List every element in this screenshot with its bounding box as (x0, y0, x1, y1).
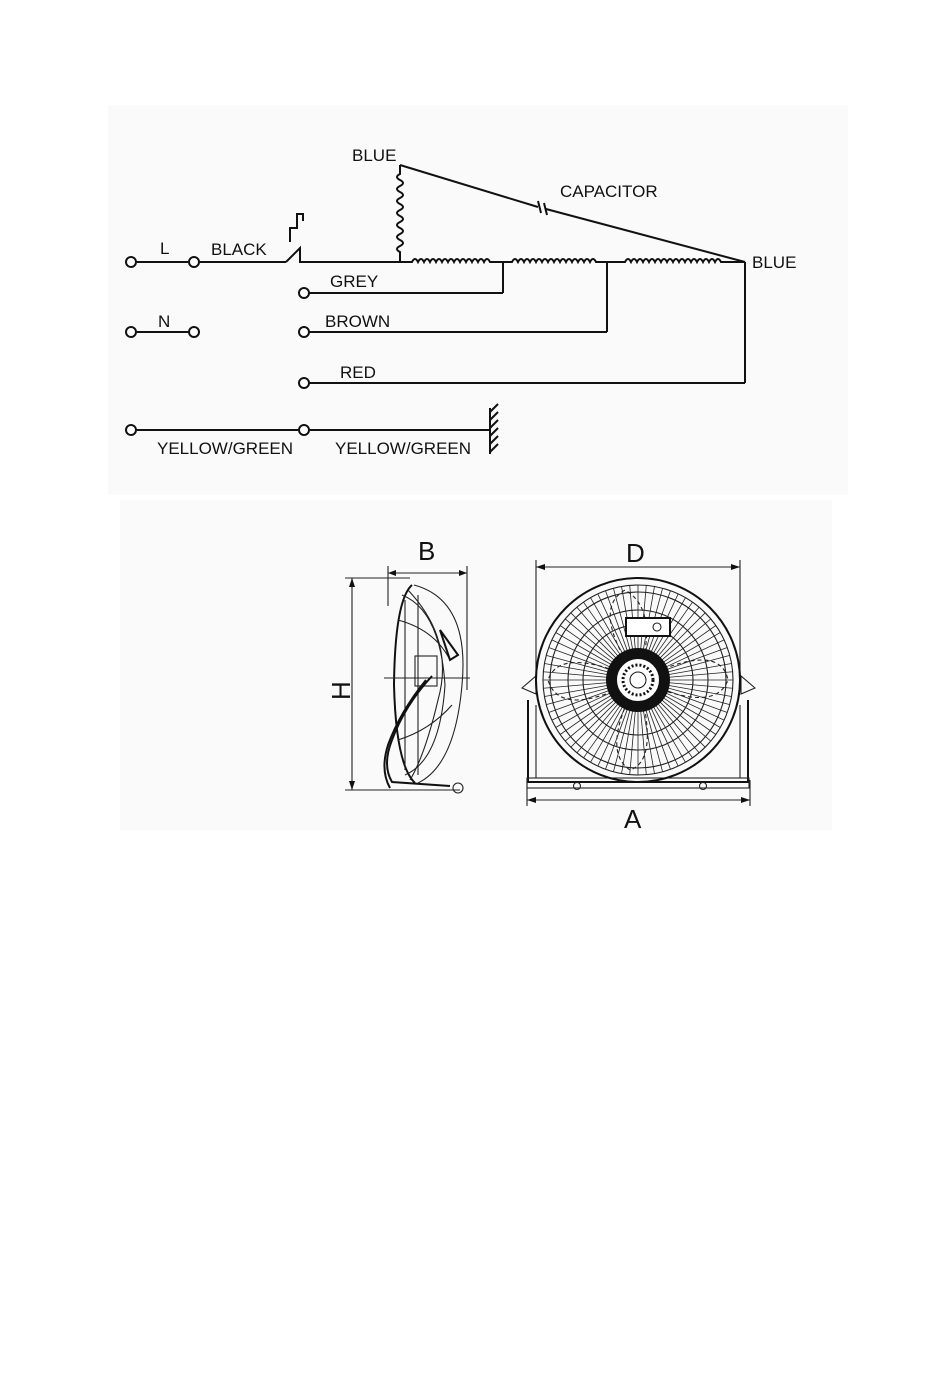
wiring-diagram: L BLACK CAPACITOR BLUE BLUE (126, 146, 796, 458)
label-black: BLACK (211, 240, 267, 259)
label-h: H (326, 681, 356, 700)
grille-spoke (630, 710, 636, 775)
wire-grey: GREY (299, 262, 503, 298)
fan-front-view (522, 578, 755, 790)
capacitor: CAPACITOR (400, 165, 745, 262)
label-brown: BROWN (325, 312, 390, 331)
grille-spoke (584, 705, 621, 758)
label-capacitor: CAPACITOR (560, 182, 658, 201)
neutral-supply: N (126, 312, 199, 337)
dimension-drawing: B H (326, 536, 755, 834)
grille-spoke (641, 710, 647, 775)
grille-spoke (663, 697, 716, 734)
line-supply: L BLACK (126, 239, 286, 267)
label-blue-right: BLUE (752, 253, 796, 272)
grille-spoke (668, 683, 733, 689)
label-yellow-green-left: YELLOW/GREEN (157, 439, 293, 458)
fan-side-view (384, 585, 470, 793)
label-blue-top: BLUE (352, 146, 396, 165)
label-red: RED (340, 363, 376, 382)
switch-symbol (286, 214, 400, 262)
grille-spoke (560, 697, 613, 734)
grille-spoke (543, 683, 608, 689)
label-b: B (418, 536, 435, 566)
label-a: A (624, 804, 642, 834)
dim-h: H (326, 578, 460, 790)
grille-spoke (584, 602, 621, 655)
label-l: L (160, 239, 169, 258)
grille-spoke (668, 672, 733, 678)
grille-spoke (655, 705, 692, 758)
label-d: D (626, 538, 645, 568)
earth-ground-symbol (490, 404, 498, 454)
terminal-l-in (126, 257, 136, 267)
terminal-l-out (189, 257, 199, 267)
label-grey: GREY (330, 272, 378, 291)
grille-spoke (560, 626, 613, 663)
wire-earth: YELLOW/GREEN YELLOW/GREEN (126, 425, 490, 458)
label-yellow-green-right: YELLOW/GREEN (335, 439, 471, 458)
label-n: N (158, 312, 170, 331)
grille-spoke (543, 672, 608, 678)
